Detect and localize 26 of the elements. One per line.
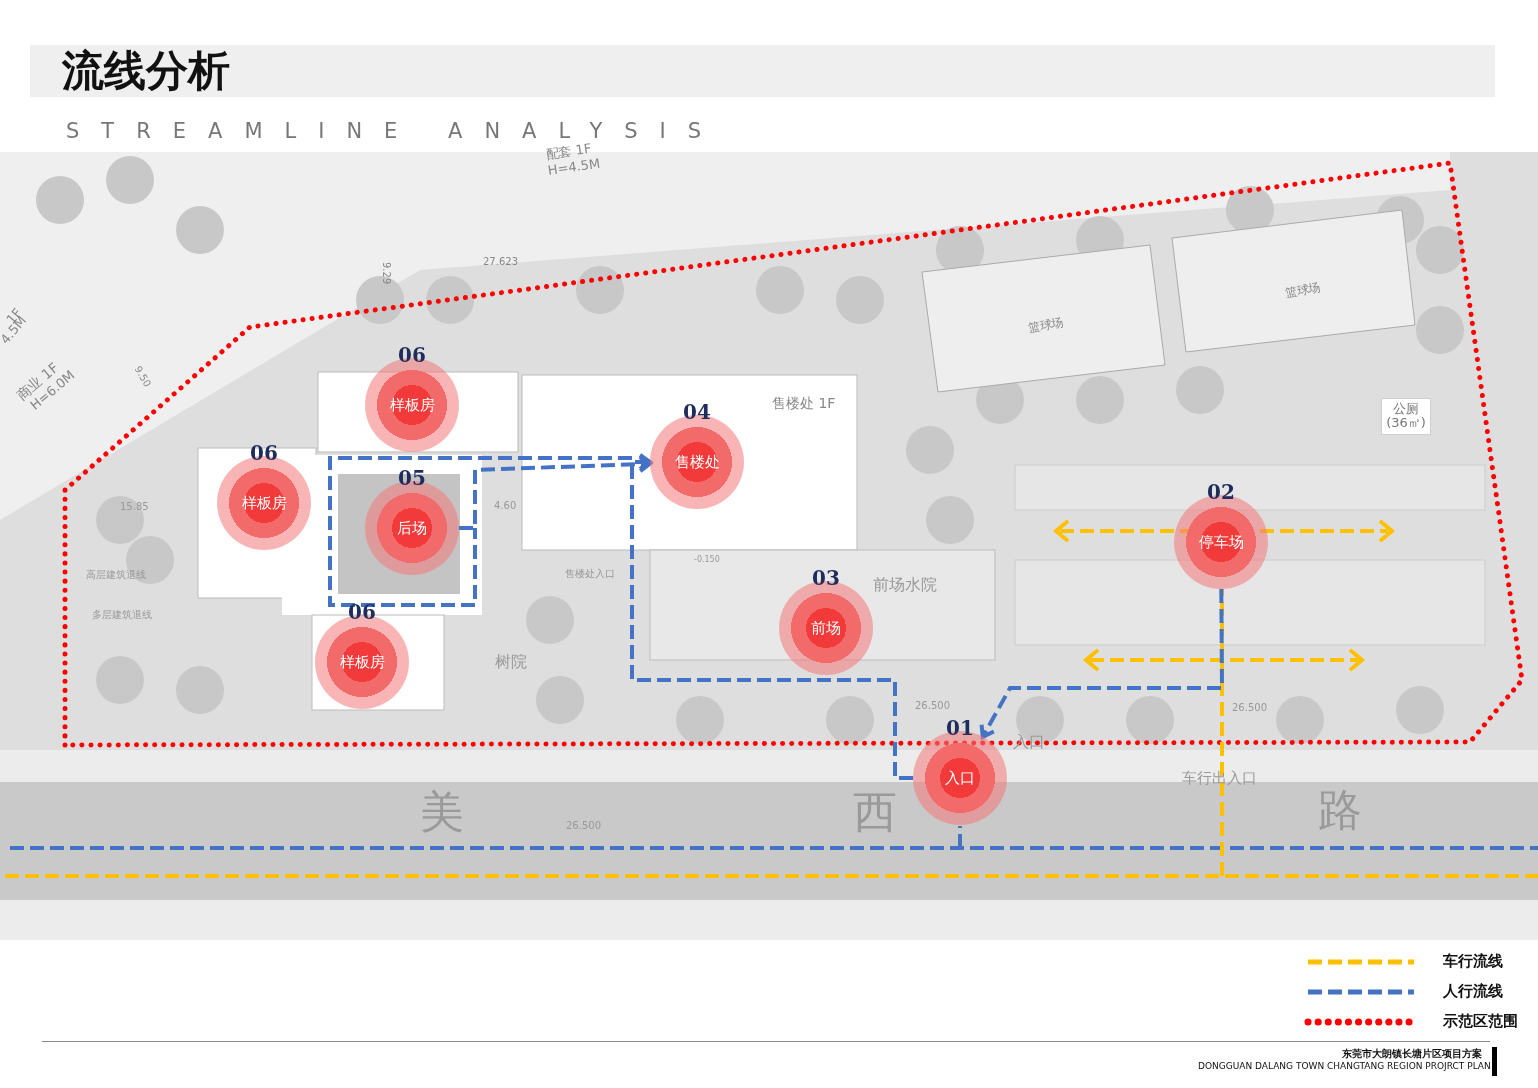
legend-text: 车行流线 [1443,952,1503,970]
plan-label: 篮球场 [1284,280,1322,300]
legend-text: 示范区范围 [1443,1012,1518,1030]
walking-route-arrow [979,589,1224,739]
plan-label: 车行出入口 [1182,770,1257,787]
plan-label: 售楼处入口 [565,568,615,579]
legend-text: 人行流线 [1443,982,1503,1000]
plan-label: 售楼处 1F [772,396,836,412]
title: 流线分析 [62,46,230,96]
plan-label: 26.500 [915,700,950,711]
plan-label: 篮球场 [1027,315,1065,335]
plan-label: 东莞市大朗镇长塘片区项目方案 [1342,1048,1482,1059]
walking-route-arrow [630,453,913,780]
plan-label: 4.60 [494,500,517,511]
walking-route-arrow [459,455,652,530]
plan-label: 27.623 [483,256,518,267]
plan-label: STREAMLINE ANALYSIS [66,120,724,143]
plan-label: 15.85 [120,501,149,512]
plan-label: 26.500 [1232,702,1267,713]
plan-label: DONGGUAN DALANG TOWN CHANGTANG REGION PROJRCT PLAN [1198,1062,1491,1072]
plan-label: 树院 [495,653,527,671]
area-label: 前场水院 [873,576,937,594]
plan-label: 9.29 [381,262,392,285]
area-label: 入口 [1013,733,1045,751]
plan-label: -0.150 [694,556,720,565]
plan-label: 公厕 (36㎡) [1381,398,1431,435]
